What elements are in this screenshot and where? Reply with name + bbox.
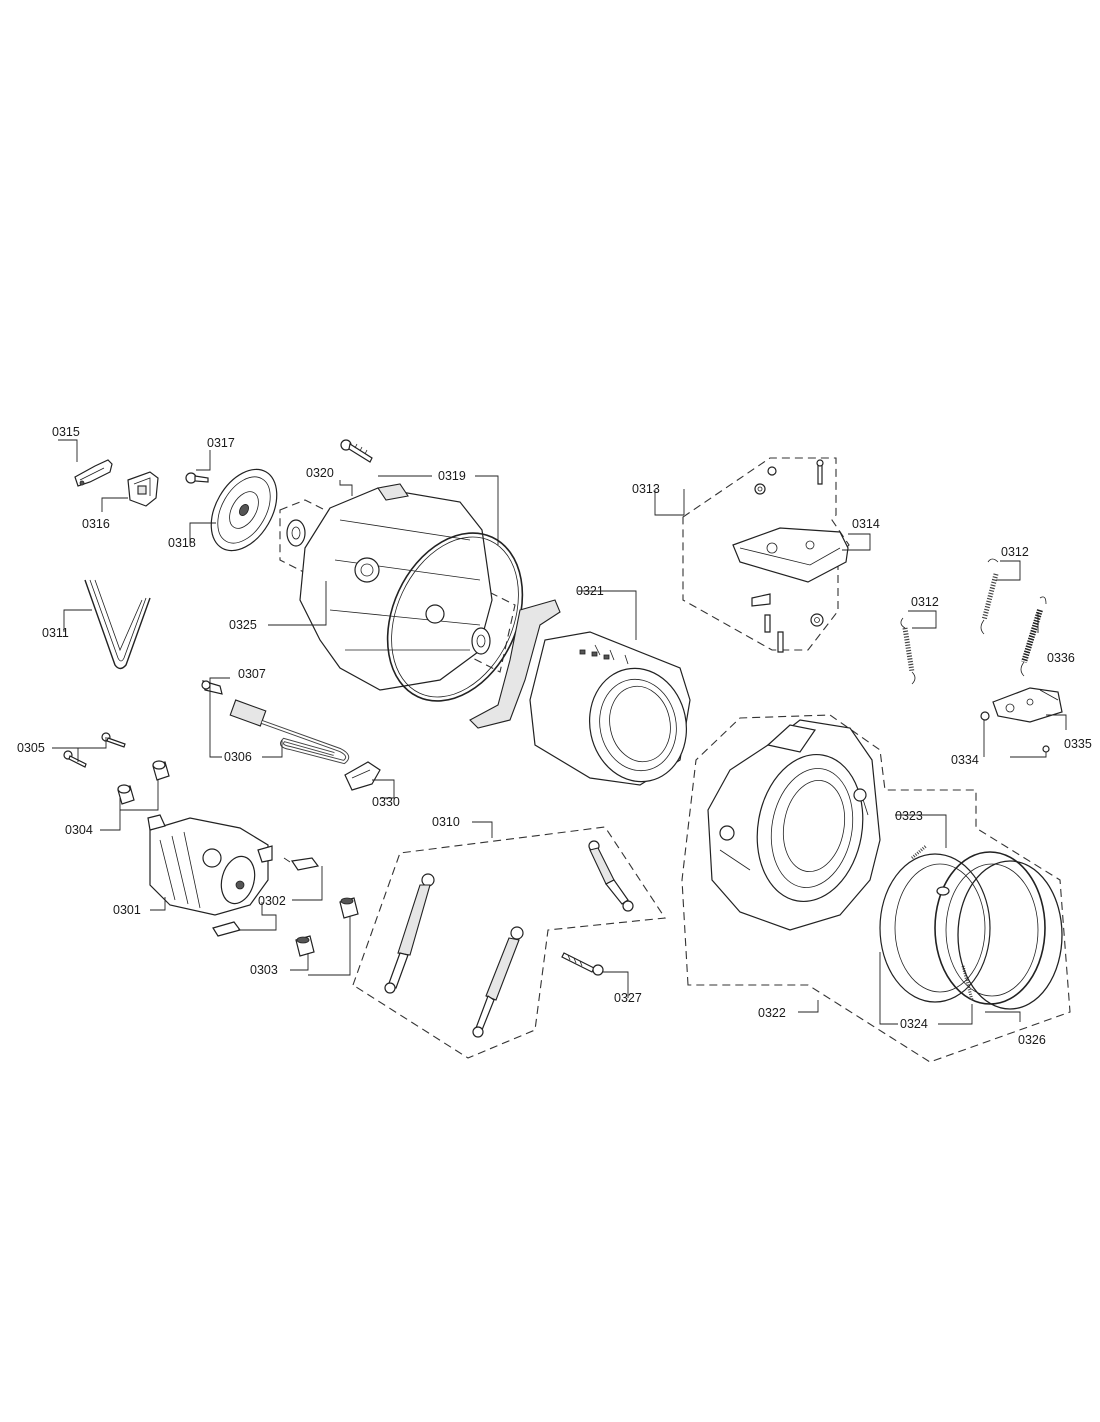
clip-0316: [127, 471, 159, 507]
screw-0319: [340, 439, 373, 463]
part-labels: 0315 0316 0317 0318 0320 0319 0313 0314 …: [17, 425, 1092, 1047]
label-0313: 0313: [632, 482, 660, 496]
label-0318: 0318: [168, 536, 196, 550]
label-0330: 0330: [372, 795, 400, 809]
label-0304: 0304: [65, 823, 93, 837]
group-0313-outline: [682, 457, 850, 651]
label-0306: 0306: [224, 750, 252, 764]
group-0325-outline: [279, 499, 516, 673]
label-0324: 0324: [900, 1017, 928, 1031]
screw-0317: [185, 472, 209, 484]
drive-belt-0311: [84, 579, 151, 670]
label-0312-a: 0312: [911, 595, 939, 609]
group-0322-outline: [681, 714, 1071, 1063]
group-0310-outline: [352, 826, 666, 1059]
label-0319: 0319: [438, 469, 466, 483]
label-0303: 0303: [250, 963, 278, 977]
screw-0305: [63, 732, 126, 768]
front-tub-0322: [707, 719, 881, 931]
motor-0301: [147, 814, 273, 916]
label-0305: 0305: [17, 741, 45, 755]
bearing-0325: [286, 519, 491, 655]
label-0310: 0310: [432, 815, 460, 829]
label-0311: 0311: [42, 626, 69, 640]
clip-0330: [344, 761, 381, 791]
label-0302: 0302: [258, 894, 286, 908]
sensor-0307: [201, 680, 223, 695]
label-0312-b: 0312: [1001, 545, 1029, 559]
shock-absorber-0310-c: [588, 840, 634, 912]
tub-seal-ring-0319: [386, 532, 524, 702]
bolt-0327: [561, 952, 604, 976]
label-0307: 0307: [238, 667, 266, 681]
shock-absorber-0310-a: [384, 873, 435, 994]
spring-0312-b: [980, 558, 999, 635]
label-0335: 0335: [1064, 737, 1092, 751]
bushing-0304: [117, 760, 170, 805]
label-0320: 0320: [306, 466, 334, 480]
counterweight-0314: [732, 527, 849, 583]
label-0323: 0323: [895, 809, 923, 823]
drum-0321: [469, 599, 691, 786]
spring-0336: [1020, 596, 1047, 677]
label-0325: 0325: [229, 618, 257, 632]
carbon-brush-0302: [212, 857, 320, 937]
label-0326: 0326: [1018, 1033, 1046, 1047]
label-0321: 0321: [576, 584, 604, 598]
label-0336: 0336: [1047, 651, 1075, 665]
label-0317: 0317: [207, 436, 235, 450]
label-0301: 0301: [113, 903, 141, 917]
bracket-0315: [74, 459, 113, 487]
connector-0303: [295, 897, 359, 957]
label-0327: 0327: [614, 991, 642, 1005]
bracket-0335: [992, 687, 1063, 723]
label-0314: 0314: [852, 517, 880, 531]
label-0322: 0322: [758, 1006, 786, 1020]
shock-absorber-0310-b: [472, 926, 524, 1038]
leader-lines: [52, 439, 1067, 1025]
label-0334: 0334: [951, 753, 979, 767]
label-0316: 0316: [82, 517, 110, 531]
counterweight-fixing-0313: [751, 459, 824, 653]
rear-tub-0320: [299, 483, 493, 691]
spring-0312-a: [900, 617, 916, 685]
pulley-0318: [210, 468, 278, 552]
clamp-ring-0326: [957, 860, 1063, 1010]
label-0315: 0315: [52, 425, 80, 439]
